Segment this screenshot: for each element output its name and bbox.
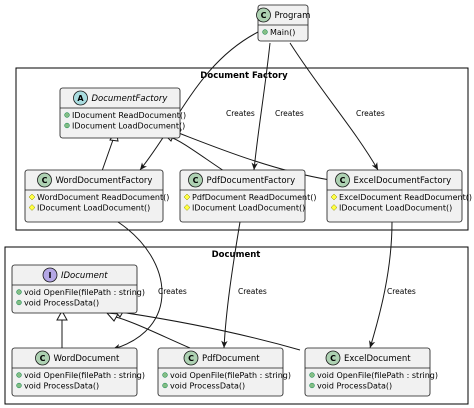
class-member: IDocument LoadDocument()	[37, 204, 150, 213]
class-member: void OpenFile(filePath : string)	[170, 371, 291, 380]
public-visibility-icon	[262, 29, 268, 35]
class-member: void OpenFile(filePath : string)	[24, 288, 145, 297]
stereotype-icon	[183, 350, 199, 366]
class-name: Program	[275, 11, 311, 21]
class-name: WordDocument	[54, 354, 121, 364]
class-name: IDocument	[61, 271, 108, 281]
edge-label: Creates	[275, 109, 304, 118]
class-member: IDocument LoadDocument()	[72, 122, 185, 131]
edge-word-factory-to-doc	[112, 221, 163, 351]
public-visibility-icon	[64, 122, 70, 129]
edge-label: Creates	[356, 109, 385, 118]
protected-visibility-icon	[28, 193, 36, 201]
package-title: Document Factory	[200, 71, 288, 81]
class-member: PdfDocument ReadDocument()	[192, 193, 317, 202]
stereotype-icon	[37, 172, 52, 188]
stereotype-letter: C	[330, 354, 336, 363]
protected-visibility-icon	[330, 193, 338, 201]
edge-pdf-factory-to-doc	[221, 221, 241, 349]
edge-program-to-excel-factory	[289, 42, 379, 171]
edges	[61, 29, 393, 351]
public-visibility-icon	[16, 289, 22, 295]
class-name: ExcelDocument	[344, 354, 411, 364]
stereotype-letter: C	[193, 176, 199, 185]
package-document: Document	[4, 246, 469, 405]
class-name: PdfDocument	[202, 354, 260, 364]
protected-visibility-icon	[183, 204, 191, 211]
stereotype-icon	[42, 267, 58, 283]
class-member: void ProcessData()	[170, 382, 245, 391]
class-member: IDocument LoadDocument()	[192, 204, 305, 213]
class-member: void ProcessData()	[24, 382, 99, 391]
edge-excel-doc-implements	[119, 311, 301, 351]
public-visibility-icon	[162, 382, 168, 389]
public-visibility-icon	[16, 382, 22, 389]
class-idocument: I IDocument void OpenFile(filePath : strin…	[11, 264, 145, 314]
class-name: PdfDocumentFactory	[207, 176, 296, 186]
stereotype-letter: C	[340, 176, 346, 185]
edge-label: Creates	[387, 287, 416, 296]
protected-visibility-icon	[28, 204, 36, 211]
stereotype-icon	[325, 350, 341, 366]
public-visibility-icon	[309, 382, 315, 389]
edge-label: Creates	[158, 287, 187, 296]
edge-label: Creates	[226, 109, 255, 118]
edge-pdf-factory-inherits	[169, 136, 225, 172]
stereotype-icon	[335, 172, 350, 188]
edge-program-to-pdf-factory	[251, 42, 271, 171]
edge-label: Creates	[238, 287, 267, 296]
class-member: IDocument ReadDocument()	[72, 111, 186, 120]
edge-excel-factory-inherits	[175, 131, 331, 181]
edge-program-to-word-factory	[139, 29, 263, 171]
class-member: void ProcessData()	[24, 299, 99, 308]
class-member: void OpenFile(filePath : string)	[24, 371, 145, 380]
class-excel-document: C ExcelDocument void OpenFile(filePath : s…	[304, 347, 438, 397]
package-title: Document	[212, 250, 261, 260]
stereotype-icon	[256, 7, 271, 23]
class-pdf-document: C PdfDocument void OpenFile(filePath : str…	[157, 347, 291, 397]
class-member: WordDocument ReadDocument()	[37, 193, 169, 202]
stereotype-letter: C	[40, 354, 46, 363]
stereotype-icon	[188, 172, 203, 188]
class-member: void OpenFile(filePath : string)	[317, 371, 438, 380]
stereotype-letter: C	[42, 176, 48, 185]
class-member: Main()	[270, 28, 295, 37]
stereotype-letter: C	[261, 11, 267, 20]
class-name: WordDocumentFactory	[56, 176, 153, 186]
class-member: void ProcessData()	[317, 382, 392, 391]
class-name: DocumentFactory	[92, 94, 169, 104]
stereotype-letter: I	[49, 271, 52, 280]
class-word-document: C WordDocument void OpenFile(filePath : st…	[11, 347, 145, 397]
public-visibility-icon	[64, 112, 70, 118]
stereotype-icon	[35, 350, 50, 366]
triangle-pdf-doc	[105, 312, 119, 322]
public-visibility-icon	[309, 372, 315, 378]
class-member: IDocument LoadDocument()	[339, 204, 452, 213]
stereotype-icon	[73, 90, 88, 106]
edge-excel-factory-to-doc	[369, 221, 393, 349]
edge-pdf-doc-implements	[111, 315, 191, 349]
stereotype-letter: C	[188, 354, 194, 363]
stereotype-letter: A	[77, 94, 84, 103]
public-visibility-icon	[16, 299, 22, 306]
public-visibility-icon	[16, 372, 22, 378]
public-visibility-icon	[162, 372, 168, 378]
edge-word-factory-inherits	[101, 136, 115, 172]
triangle-word-doc	[56, 309, 68, 321]
class-name: ExcelDocumentFactory	[354, 176, 452, 186]
class-member: ExcelDocument ReadDocument()	[339, 193, 472, 202]
package-document-factory: Document Factory	[15, 67, 469, 231]
protected-visibility-icon	[330, 204, 338, 211]
protected-visibility-icon	[183, 193, 191, 201]
